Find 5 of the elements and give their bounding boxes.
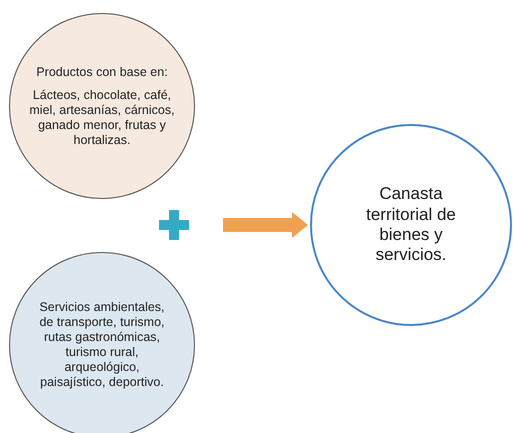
node-text: Servicios ambientales, de transporte, turismo, rutas gastronómicas, turismo rural, arqueológico, paisajístico, deportivo. — [38, 300, 166, 390]
arrow — [223, 212, 308, 238]
node-text: Productos con base en: — [35, 64, 169, 80]
node-text: Canasta territorial de bienes y servicios. — [365, 184, 457, 266]
node-text: Lácteos, chocolate, café, miel, artesanías, cárnicos, ganado menor, frutas y hortalizas. — [28, 88, 176, 148]
